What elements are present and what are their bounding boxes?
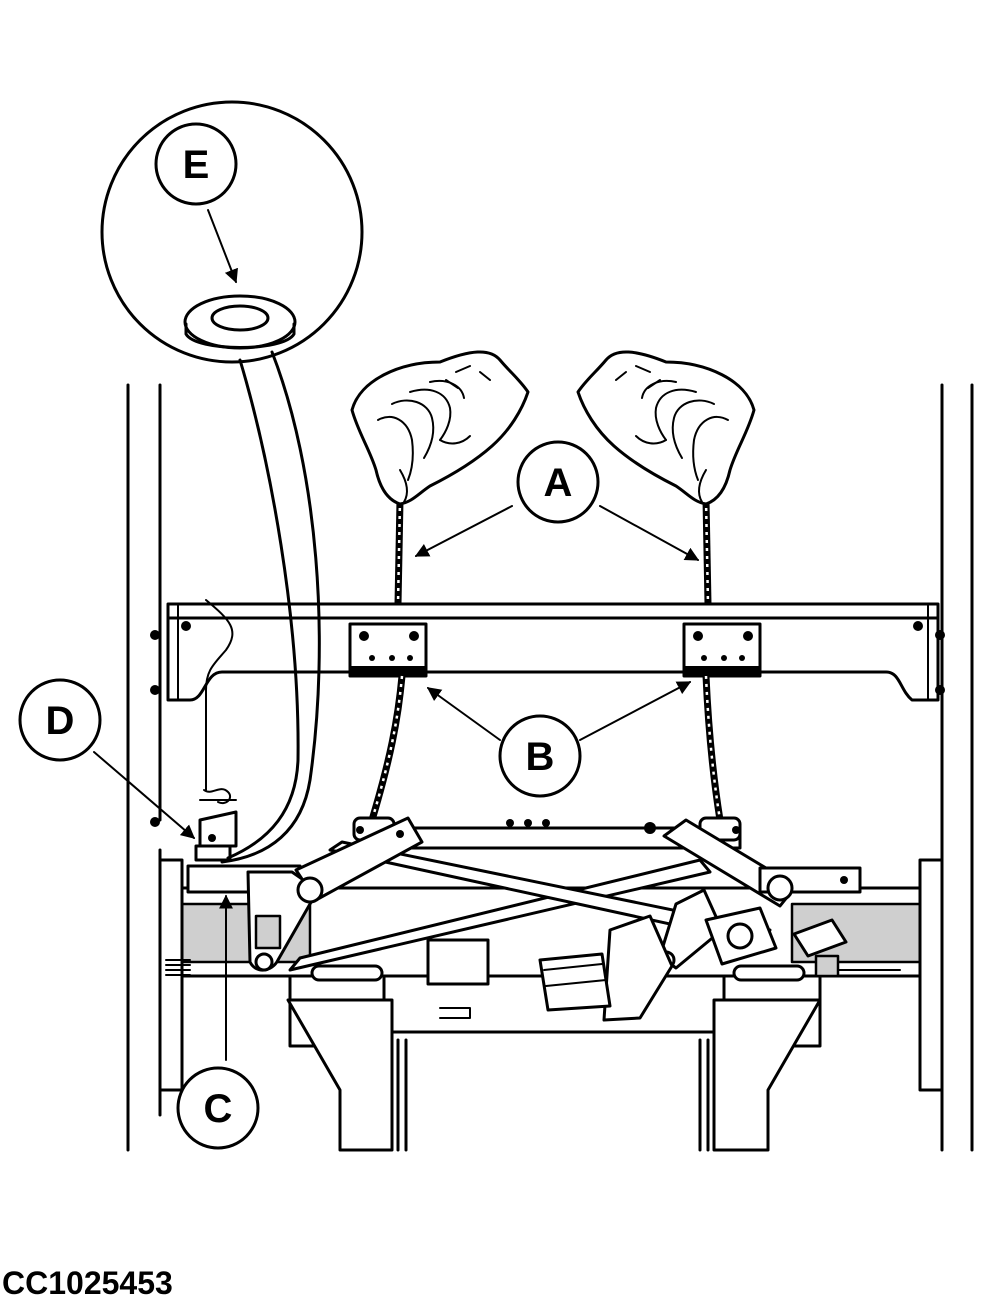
callout-e: E	[154, 122, 238, 206]
callout-c-label: C	[204, 1087, 233, 1131]
right-lever-assembly	[538, 818, 862, 1022]
callout-leaders	[93, 209, 700, 1061]
callout-d: D	[18, 678, 102, 762]
callout-c: C	[176, 1066, 260, 1150]
callout-a: A	[516, 440, 600, 524]
right-hand	[576, 350, 756, 506]
left-lever-assembly	[150, 788, 424, 972]
callout-d-label: D	[46, 699, 75, 743]
callout-b: B	[498, 714, 582, 798]
detail-magnifier	[100, 100, 364, 864]
ribs	[165, 959, 901, 977]
left-hand	[350, 350, 530, 506]
callout-a-label: A	[544, 461, 573, 505]
figure-id: CC1025453	[2, 1265, 173, 1301]
callout-e-label: E	[183, 143, 210, 187]
cables	[368, 499, 724, 822]
cable-guides	[348, 622, 762, 678]
callout-b-label: B	[526, 735, 555, 779]
